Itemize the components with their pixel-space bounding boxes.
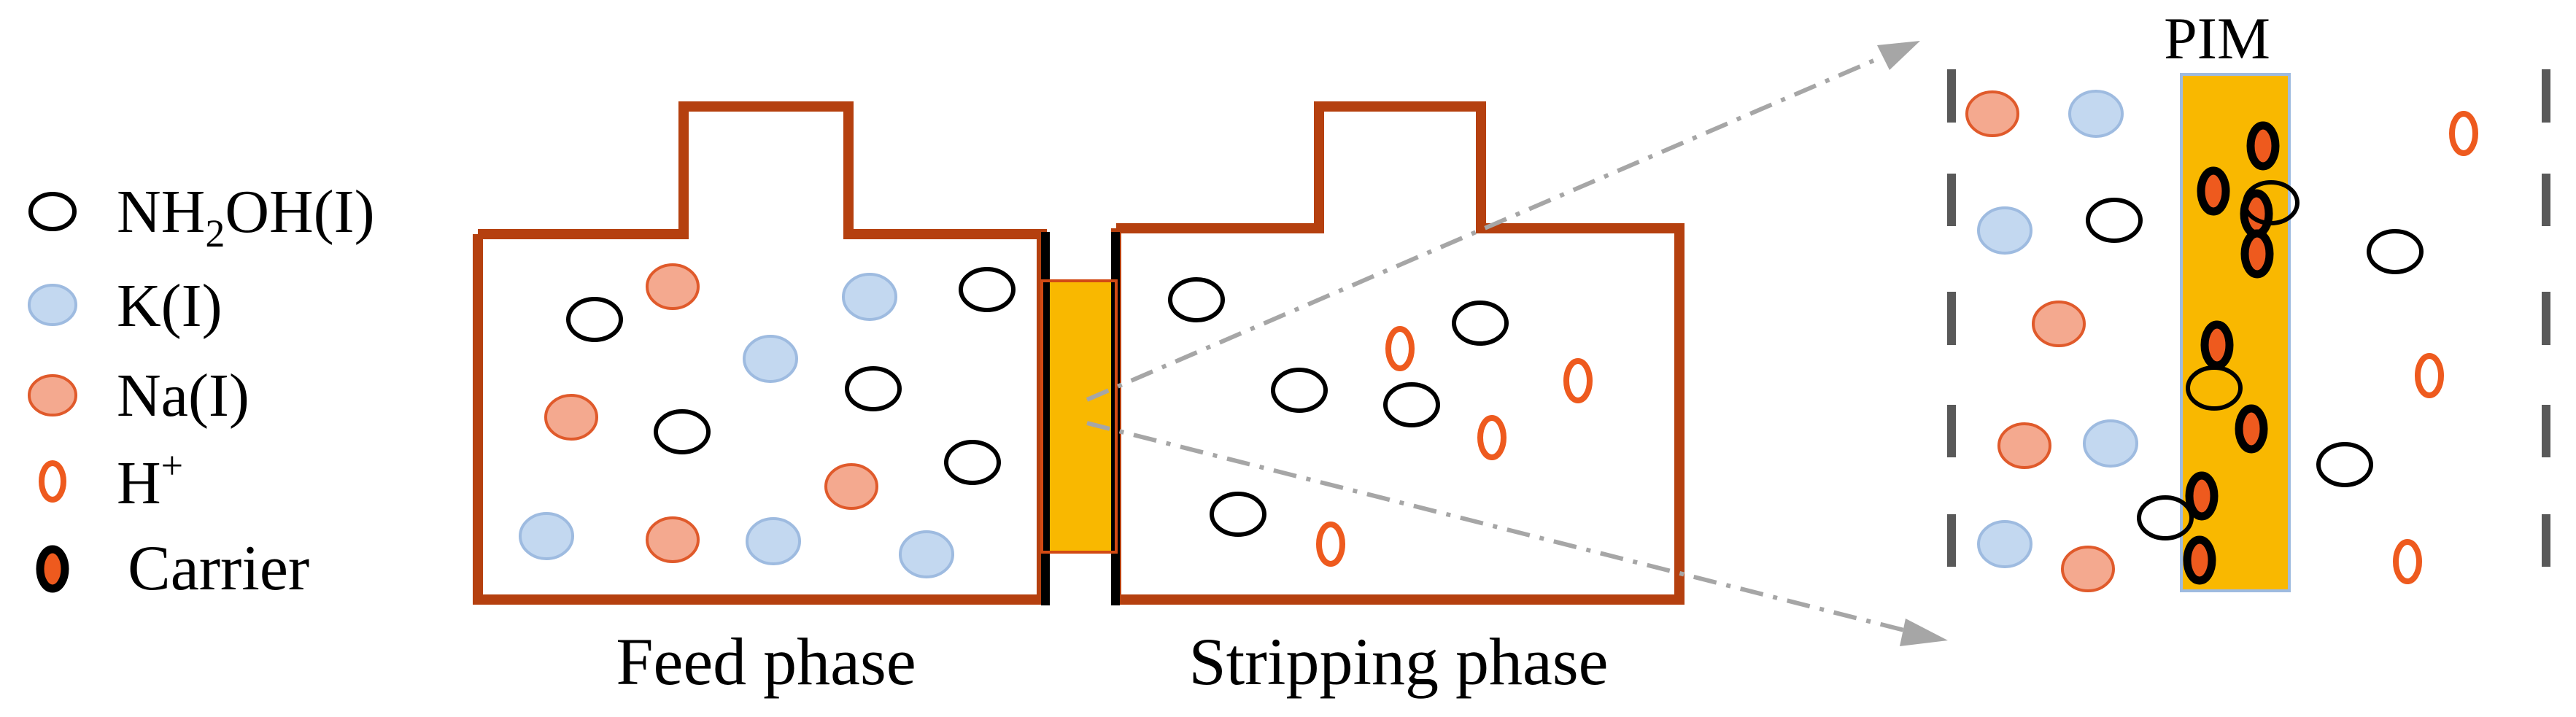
legend-label-h: H+	[117, 443, 183, 517]
feed-phase-label: Feed phase	[616, 624, 916, 699]
proton-particle	[2449, 111, 2478, 156]
stripping-particles	[1168, 277, 1593, 567]
na-particle	[824, 463, 878, 510]
membrane-holder	[1040, 232, 1120, 605]
na-particle	[646, 516, 700, 563]
carrier-particle	[2240, 229, 2274, 279]
carrier-particle	[2197, 166, 2230, 216]
nh2oh-particle	[845, 366, 902, 411]
legend-item-na: Na(I)	[28, 362, 250, 430]
legend-item-nh2oh: NH2OH(I)	[28, 178, 375, 255]
na-particle	[544, 394, 598, 441]
k-particle	[746, 517, 801, 565]
na-particle	[1997, 422, 2051, 469]
na-particle	[646, 263, 700, 310]
nh2oh-particle	[2316, 442, 2373, 487]
k-particle	[1977, 520, 2032, 568]
na-particle	[2061, 546, 2115, 592]
stripping-vessel-outline	[1111, 101, 1685, 605]
feed-particles	[519, 263, 1016, 578]
nh2oh-particle	[959, 267, 1016, 312]
membrane-strip	[1040, 279, 1118, 554]
zoom-arrow-lower-head	[1900, 619, 1948, 646]
nh2oh-particle	[2137, 495, 2194, 540]
zoomed-membrane-view: PIM	[1947, 5, 2550, 592]
salmon-dot-icon	[28, 374, 77, 416]
proton-particle	[1477, 415, 1506, 460]
k-particle	[1977, 206, 2032, 255]
legend-label-nh2oh: NH2OH(I)	[117, 178, 375, 255]
nh2oh-particle	[1271, 368, 1328, 413]
nh2oh-particle	[944, 440, 1001, 485]
nh2oh-particle	[654, 409, 711, 454]
feed-vessel-outline	[473, 101, 1047, 605]
legend-label-k: K(I)	[117, 272, 223, 340]
k-particle	[2068, 90, 2124, 138]
nh2oh-particle	[1210, 492, 1266, 537]
membrane-highlight-box	[1040, 279, 1118, 554]
carrier-particle	[2183, 535, 2216, 585]
carrier-particle	[2235, 404, 2268, 454]
nh2oh-particle	[2086, 198, 2143, 243]
k-particle	[2083, 419, 2138, 468]
orange-ring-icon	[39, 460, 66, 503]
nh2oh-particle	[1168, 277, 1225, 322]
nh2oh-particle	[2243, 180, 2300, 225]
proton-particle	[2393, 539, 2422, 584]
legend-label-na: Na(I)	[117, 362, 250, 430]
carrier-icon	[36, 545, 69, 593]
zoom-arrows	[1086, 41, 1948, 646]
legend-item-h: H+	[39, 443, 183, 517]
proton-particle	[1385, 326, 1415, 371]
na-particle	[1965, 90, 2019, 137]
nh2oh-particle	[1452, 301, 1509, 346]
stripping-phase-label: Stripping phase	[1189, 624, 1609, 699]
nh2oh-particle	[566, 297, 623, 342]
blue-dot-icon	[28, 284, 77, 326]
pim-label: PIM	[2164, 5, 2270, 71]
k-particle	[899, 530, 954, 578]
carrier-particle	[2185, 471, 2219, 521]
legend-item-k: K(I)	[28, 272, 223, 340]
k-particle	[519, 512, 574, 560]
na-particle	[2032, 301, 2086, 347]
k-particle	[842, 273, 897, 321]
carrier-particle	[2200, 320, 2234, 370]
legend-label-carrier: Carrier	[128, 533, 309, 604]
black-ring-icon	[28, 192, 77, 231]
nh2oh-particle	[2367, 229, 2424, 274]
proton-particle	[1316, 522, 1345, 567]
proton-particle	[1563, 358, 1593, 403]
nh2oh-particle	[1383, 382, 1440, 427]
carrier-particle	[2246, 121, 2280, 171]
legend: NH2OH(I) K(I) Na(I) H+ Carrier	[28, 178, 375, 604]
zoom-arrow-upper-head	[1877, 41, 1920, 70]
carrier-group	[2183, 121, 2280, 585]
proton-particle	[2415, 353, 2444, 398]
legend-item-carrier: Carrier	[36, 533, 309, 604]
k-particle	[743, 335, 798, 383]
nh2oh-particle	[2186, 365, 2243, 411]
